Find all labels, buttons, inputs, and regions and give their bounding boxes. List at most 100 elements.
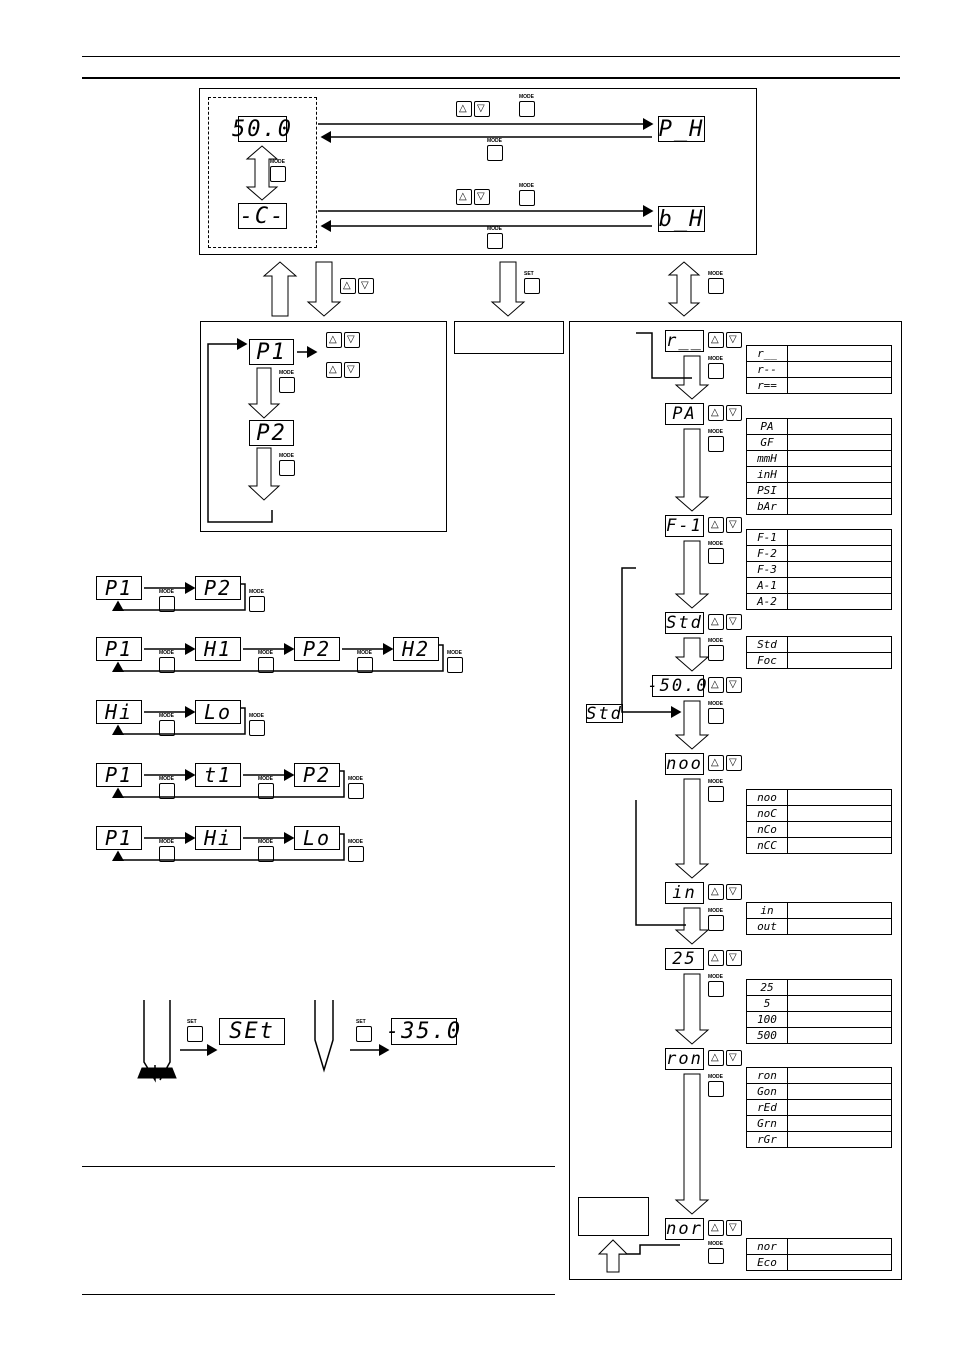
measurement-display-group (208, 97, 317, 248)
down-triangle-icon: ▽ (361, 280, 369, 291)
flow-step-8-down-arrow (674, 973, 710, 1045)
sequence-5-mode-last (348, 846, 364, 862)
p2-next-arrow (247, 447, 281, 501)
down-triangle-icon: ▽ (729, 407, 737, 418)
flow-step-7-down-arrow (674, 907, 710, 945)
flow-step-4-arrows-up (708, 614, 724, 630)
flow-step-2-down-arrow (674, 428, 710, 512)
function-setting-arrow (667, 261, 701, 317)
flow-step-8-mode-label: MODE (708, 974, 723, 980)
sequence-5-display-1: P1 (96, 826, 142, 850)
flow-step-2-arrows-down (726, 405, 742, 421)
flow-step-1-arrows-up (708, 332, 724, 348)
sequence-4-loop (112, 770, 345, 798)
up-triangle-icon: △ (711, 616, 719, 627)
option-row: noC (746, 805, 892, 822)
arrow-buttons-top-1-down (474, 101, 490, 117)
peak-hold-display: P_H (658, 116, 705, 142)
sequence-5-loop (112, 833, 345, 861)
p1-display: P1 (249, 339, 294, 365)
sequence-5-mode-1-label: MODE (159, 839, 174, 845)
option-row: F-3 (746, 561, 892, 578)
flow-step-5-down-arrow (674, 700, 710, 750)
mode-button-top-1 (519, 101, 535, 117)
flow-step-3-display: F-1 (665, 515, 704, 537)
flow-step-10-arrows-down (726, 1220, 742, 1236)
down-triangle-icon: ▽ (729, 952, 737, 963)
mode-button-p2-label: MODE (279, 453, 294, 459)
sequence-3-display-2: Lo (195, 700, 241, 724)
setpoint-loop-line (207, 338, 273, 523)
down-triangle-icon: ▽ (477, 191, 485, 202)
option-row: nor (746, 1238, 892, 1255)
sequence-5-mode-last-label: MODE (348, 839, 363, 845)
flow-step-2-arrows-up (708, 405, 724, 421)
flow-step-7-display: in (665, 882, 704, 904)
down-triangle-icon: ▽ (729, 519, 737, 530)
option-code: A-1 (746, 577, 788, 594)
flow-step-7-mode (708, 915, 724, 931)
option-row: noo (746, 789, 892, 806)
flow-step-1-mode (708, 363, 724, 379)
bottom-hold-display: b_H (658, 206, 705, 232)
option-row: bAr (746, 498, 892, 515)
flow-step-5-mode-label: MODE (708, 701, 723, 707)
down-triangle-icon: ▽ (347, 364, 355, 375)
flow-step-4-display: Std (665, 612, 704, 634)
flow-step-5-arrows-down (726, 677, 742, 693)
up-triangle-icon: △ (711, 519, 719, 530)
option-row: PSI (746, 482, 892, 499)
set-button-zero-1 (187, 1026, 203, 1042)
sequence-1-loop (112, 583, 246, 611)
flow-step-3-mode-label: MODE (708, 541, 723, 547)
option-code: r__ (746, 345, 788, 362)
up-triangle-icon: △ (329, 364, 337, 375)
flow-step-4-mode (708, 645, 724, 661)
up-triangle-icon: △ (711, 334, 719, 345)
option-description (787, 1254, 892, 1271)
option-row: out (746, 918, 892, 935)
sequence-3-loop (112, 707, 246, 735)
unit-toggle-arrow (245, 145, 279, 201)
option-description (787, 652, 892, 669)
option-code: noC (746, 805, 788, 822)
option-row: F-1 (746, 529, 892, 546)
mode-button-top-2-label: MODE (487, 138, 502, 144)
flow-step-3-arrows-down (726, 517, 742, 533)
return-to-measurement-arrow (262, 261, 298, 317)
sequence-4-mode-1 (159, 783, 175, 799)
up-triangle-icon: △ (343, 280, 351, 291)
flow-step-3-mode (708, 548, 724, 564)
option-code: 100 (746, 1011, 788, 1028)
flow-step-8-arrows-down (726, 950, 742, 966)
flow-exit-arrow (597, 1239, 629, 1273)
flow-step-10-display: nor (665, 1218, 704, 1240)
mode-button-unit (270, 166, 286, 182)
option-row: 5 (746, 995, 892, 1012)
arrow-buttons-top-2-up (456, 189, 472, 205)
sequence-4-mode-2-label: MODE (258, 776, 273, 782)
up-triangle-icon: △ (711, 886, 719, 897)
sequence-4-mode-1-label: MODE (159, 776, 174, 782)
flow-step-6-arrows-up (708, 755, 724, 771)
sequence-3-display-1: Hi (96, 700, 142, 724)
flow-loop-out (635, 800, 686, 926)
option-code: rGr (746, 1131, 788, 1148)
flow-step-8-display: 25 (665, 948, 704, 970)
flow-step-10-mode (708, 1248, 724, 1264)
enter-zero-clear-arrow (490, 261, 526, 317)
option-row: nCo (746, 821, 892, 838)
flow-step-6-mode-label: MODE (708, 779, 723, 785)
sequence-4-display-3: P2 (294, 763, 340, 787)
down-triangle-icon: ▽ (477, 103, 485, 114)
option-code: nCC (746, 837, 788, 854)
sequence-1-mode-last-label: MODE (249, 589, 264, 595)
flow-step-8-mode (708, 981, 724, 997)
option-row: ron (746, 1067, 892, 1084)
sequence-3-mode-1-label: MODE (159, 713, 174, 719)
down-triangle-icon: ▽ (729, 334, 737, 345)
option-code: 500 (746, 1027, 788, 1044)
